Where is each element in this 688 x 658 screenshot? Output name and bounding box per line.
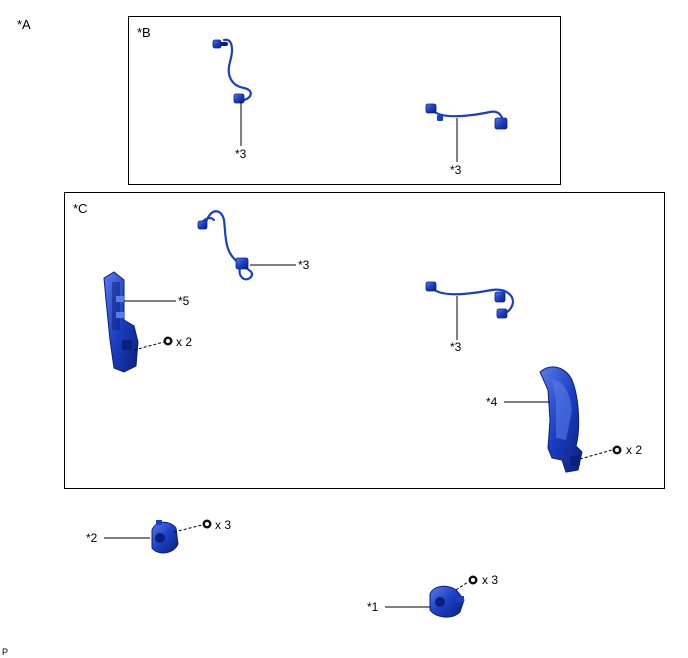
callout-5: *5: [178, 294, 190, 308]
callout-3-c-left: *3: [298, 258, 310, 272]
connector-b-right-left: [425, 103, 437, 114]
qty-c-right: x 2: [626, 443, 643, 457]
connector-c-left-bottom: [235, 257, 249, 270]
bolt-icon-c-right: [612, 445, 622, 455]
dashed-leader-part-2-bolt: [173, 524, 203, 533]
connector-c-left-top: [197, 220, 208, 230]
bracket-part-5: [103, 271, 139, 373]
part-2-assembly: [151, 520, 179, 554]
connector-c-right-bottom: [496, 308, 508, 319]
callout-2: *2: [86, 531, 98, 545]
part-1-assembly: [429, 585, 465, 618]
dashed-leader-c-left-bolt: [133, 341, 165, 351]
qty-part-2: x 3: [215, 518, 232, 532]
dashed-leader-c-right-bolt: [579, 449, 613, 460]
cover-part-4: [539, 366, 583, 473]
qty-c-left: x 2: [176, 335, 193, 349]
qty-part-1: x 3: [482, 573, 499, 587]
connector-b-right-right: [494, 117, 508, 130]
callout-3-b-right: *3: [450, 163, 462, 177]
connector-b-left-top: [212, 39, 222, 49]
panel-label-c: *C: [73, 201, 88, 216]
callout-1: *1: [367, 600, 379, 614]
panel-c-frame: [64, 192, 665, 489]
panel-b-frame: [128, 16, 561, 185]
bolt-icon-part-2: [202, 519, 212, 529]
bolt-icon-c-left: [163, 336, 173, 346]
connector-c-right-left: [425, 281, 437, 292]
bolt-icon-part-1: [468, 575, 478, 585]
connector-c-right-mid: [494, 291, 506, 303]
callout-4: *4: [486, 395, 498, 409]
dashed-leader-part-1-bolt: [455, 581, 469, 591]
panel-label-b: *B: [137, 25, 151, 40]
callout-3-b-left: *3: [235, 147, 247, 161]
footer-code: P: [2, 647, 9, 657]
panel-label-a: *A: [17, 17, 31, 32]
wire-harness-b-left: [216, 38, 252, 102]
callout-3-c-right: *3: [450, 340, 462, 354]
connector-b-left-bottom: [233, 93, 245, 104]
